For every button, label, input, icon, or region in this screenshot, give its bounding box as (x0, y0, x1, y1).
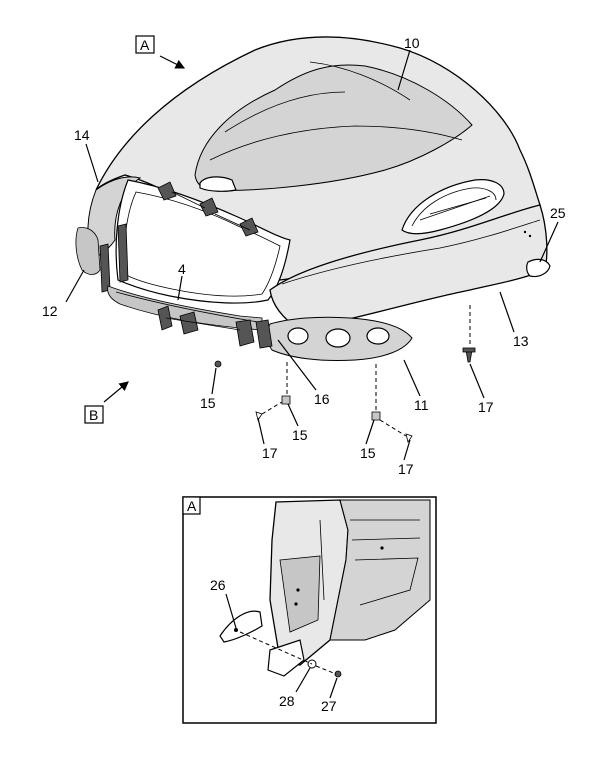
view-a-box (135, 35, 155, 54)
left-lower-bracket-12 (75, 227, 101, 275)
view-b-box (84, 405, 104, 424)
callout-26: 26 (210, 577, 226, 593)
callouts: 10 14 12 4 25 13 15 16 11 17 15 17 15 17 (42, 35, 566, 477)
detail-a-tag (182, 496, 201, 515)
callout-17c: 17 (478, 399, 494, 415)
view-a-label: A (140, 37, 150, 53)
detail-a: A 26 28 27 (182, 496, 437, 724)
side-vent (401, 179, 505, 235)
callout-28: 28 (279, 693, 295, 709)
callout-12: 12 (42, 303, 58, 319)
callout-27: 27 (321, 698, 337, 714)
callout-25: 25 (550, 205, 566, 221)
screw-17a (255, 411, 263, 421)
callout-15a: 15 (200, 395, 216, 411)
callout-10: 10 (404, 35, 420, 51)
screw-17b (405, 433, 413, 443)
detail-fender-side (329, 499, 431, 641)
bolt-15a (214, 360, 222, 368)
callout-11: 11 (414, 397, 429, 413)
callout-16: 16 (314, 391, 330, 407)
callout-17b: 17 (398, 461, 414, 477)
clip-15c (371, 411, 381, 421)
callout-13: 13 (513, 333, 529, 349)
hood-assembly (75, 36, 551, 361)
leader-lines (65, 49, 559, 461)
view-b-label: B (89, 407, 98, 423)
view-arrows: A B (84, 35, 186, 424)
callout-4: 4 (178, 261, 186, 277)
callout-17a: 17 (262, 445, 278, 461)
nut-27 (334, 670, 342, 678)
clip-15b (281, 395, 291, 405)
callout-15b: 15 (292, 427, 308, 443)
grille-frame (115, 179, 291, 304)
detail-a-label: A (187, 498, 197, 514)
marker-lamp-25 (526, 258, 551, 278)
callout-14: 14 (74, 127, 90, 143)
callout-15c: 15 (360, 445, 376, 461)
detail-bracket-26 (219, 610, 263, 643)
fasteners (214, 305, 476, 443)
